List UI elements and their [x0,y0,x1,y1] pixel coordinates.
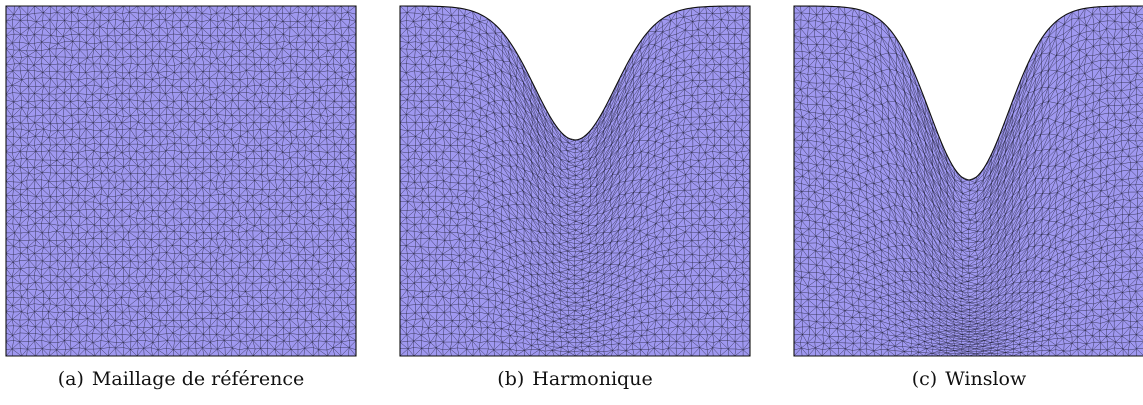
caption-title: Maillage de référence [91,368,305,390]
panel-reference-mesh [5,5,357,357]
caption-title: Winslow [945,368,1027,390]
caption-tag: (c) [911,368,938,390]
winslow-mesh-plot [793,5,1143,357]
caption-tag: (b) [497,368,525,390]
mesh-region [794,6,1143,356]
caption-reference-mesh: (a) Maillage de référence [6,364,356,394]
caption-winslow-mesh: (c) Winslow [794,364,1143,394]
mesh-boundary [399,5,751,357]
panel-harmonic-mesh [399,5,751,357]
caption-title: Harmonique [532,368,653,390]
mesh-boundary [793,5,1143,357]
mesh-boundary [5,5,357,357]
caption-tag: (a) [57,368,84,390]
harmonic-mesh-plot [399,5,751,357]
reference-mesh-plot [5,5,357,357]
panel-winslow-mesh [793,5,1143,357]
caption-harmonic-mesh: (b) Harmonique [400,364,750,394]
